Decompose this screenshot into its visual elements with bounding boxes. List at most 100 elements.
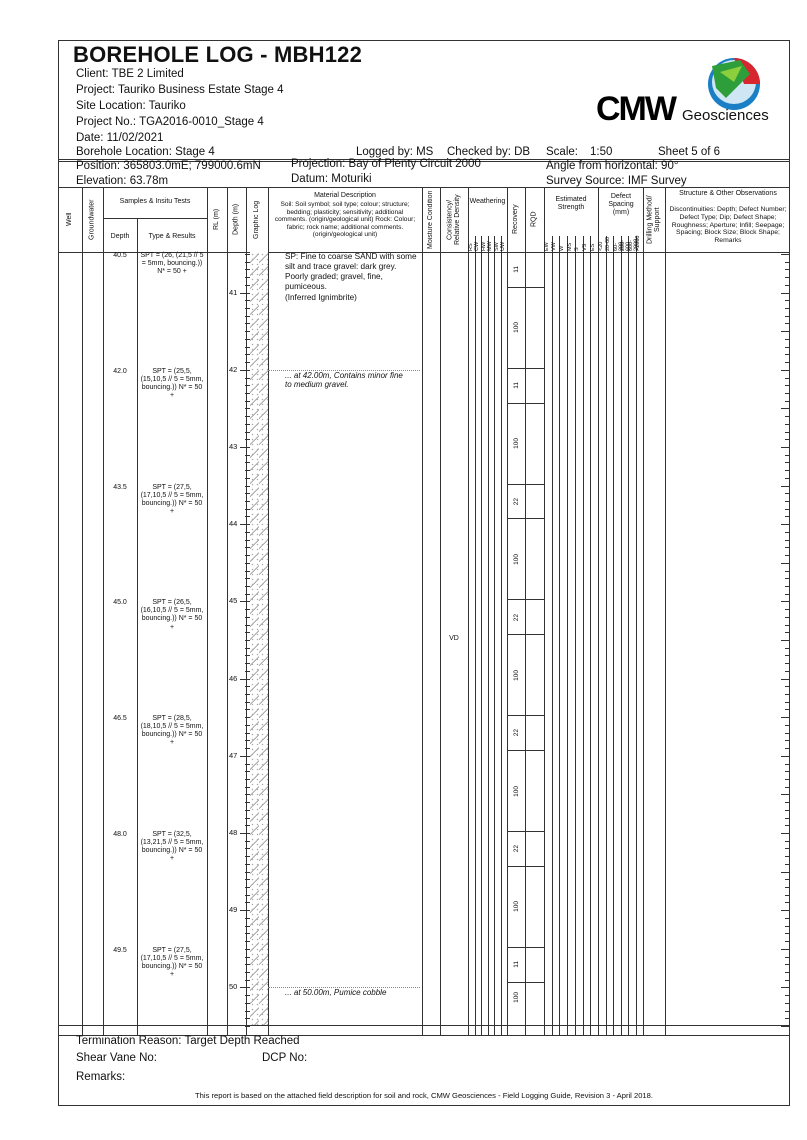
structure-tick <box>785 400 790 402</box>
column-divider <box>246 187 247 1035</box>
column-divider <box>507 187 508 1035</box>
depth-tick <box>245 385 250 387</box>
sample-depth: 42.0 <box>113 367 127 375</box>
structure-tick <box>785 385 790 387</box>
structure-tick <box>781 871 790 873</box>
consistency-value: VD <box>449 635 459 642</box>
depth-tick <box>245 555 250 557</box>
col-consistency: Consistency/ Relative Density <box>446 194 461 245</box>
scale-label: Scale: <box>546 146 578 158</box>
logo-mark-icon: CMW <box>596 58 760 128</box>
structure-tick <box>785 616 790 618</box>
structure-tick <box>785 593 790 595</box>
col-drilling: Drilling Method/ Support <box>646 195 661 244</box>
depth-tick <box>245 856 250 858</box>
col-graphic-log: Graphic Log <box>253 200 261 239</box>
structure-tick <box>785 964 790 966</box>
depth-label: 42 <box>229 364 238 374</box>
recovery-block: 100 <box>507 749 525 831</box>
structure-tick <box>785 578 790 580</box>
rqd-divider <box>525 286 544 288</box>
structure-tick <box>785 848 790 850</box>
recovery-block: 100 <box>507 286 525 368</box>
client: Client: TBE 2 Limited <box>76 68 184 80</box>
depth-tick <box>240 987 250 989</box>
structure-tick <box>781 794 790 796</box>
structure-tick <box>785 1002 790 1004</box>
depth-tick <box>245 964 250 966</box>
depth-tick <box>245 331 250 333</box>
shear-vane: Shear Vane No: <box>76 1052 157 1064</box>
sub-column-divider <box>590 236 592 1035</box>
logged-by: Logged by: MS <box>356 146 434 158</box>
depth-tick <box>240 447 250 448</box>
rqd-divider <box>525 715 544 717</box>
rqd-divider <box>525 402 544 404</box>
recovery-block: 100 <box>507 634 525 715</box>
depth-tick <box>240 524 250 526</box>
structure-tick <box>785 971 790 973</box>
projection: Projection: Bay of Plenty Circuit 2000 <box>291 158 481 170</box>
structure-tick <box>785 748 790 750</box>
depth-tick <box>245 933 250 935</box>
date: Date: 11/02/2021 <box>76 132 164 144</box>
borehole-location: Borehole Location: Stage 4 <box>76 146 215 158</box>
col-weathering: Weathering <box>469 198 506 205</box>
sample-depth: 40.5 <box>113 252 127 259</box>
column-divider <box>525 187 526 1035</box>
depth-tick <box>245 709 250 711</box>
structure-tick <box>785 338 790 340</box>
recovery-value: 11 <box>512 266 520 274</box>
structure-tick <box>785 740 790 742</box>
recovery-value: 100 <box>512 322 520 334</box>
rqd-divider <box>525 599 544 601</box>
sample-depth: 46.5 <box>113 715 127 723</box>
structure-tick <box>785 917 790 919</box>
recovery-block: 11 <box>507 252 525 287</box>
depth-tick <box>245 562 250 564</box>
column-divider <box>268 187 269 1035</box>
depth-tick <box>245 1002 250 1004</box>
depth-tick <box>245 362 250 364</box>
recovery-block: 22 <box>507 715 525 750</box>
rqd-divider <box>525 946 544 948</box>
depth-tick <box>240 678 250 680</box>
recovery-value: 100 <box>512 785 520 797</box>
depth-label: 43 <box>229 442 238 451</box>
structure-tick <box>781 755 790 757</box>
structure-tick <box>785 392 790 394</box>
sample-result: SPT = (27,5, (17,10,5 // 5 = 5mm, bounci… <box>140 483 204 515</box>
divider <box>58 161 790 162</box>
depth-tick <box>245 694 250 696</box>
depth-tick <box>245 879 250 881</box>
structure-tick <box>785 686 790 688</box>
sample-result: SPT = (28,5, (18,10,5 // 5 = 5mm, bounci… <box>140 715 204 747</box>
structure-tick <box>785 879 790 881</box>
structure-tick <box>785 508 790 510</box>
depth-tick <box>240 833 250 834</box>
structure-tick <box>785 995 790 997</box>
depth-tick <box>245 887 250 889</box>
depth-tick <box>245 416 250 418</box>
structure-tick <box>781 524 790 526</box>
site-location: Site Location: Tauriko <box>76 100 186 112</box>
depth-tick <box>240 910 250 912</box>
structure-tick <box>785 470 790 472</box>
depth-tick <box>245 848 250 850</box>
rqd-divider <box>525 865 544 867</box>
recovery-block: 11 <box>507 946 525 982</box>
sample-depth: 45.0 <box>113 599 127 607</box>
structure-tick <box>785 732 790 734</box>
sub-column-divider <box>582 236 584 1035</box>
rqd-divider <box>525 831 544 832</box>
col-structure-body: Discontinuities: Depth; Defect Number; D… <box>669 206 787 245</box>
depth-tick <box>245 338 250 340</box>
depth-tick <box>245 902 250 904</box>
column-divider <box>643 187 644 1035</box>
column-divider <box>440 187 441 1035</box>
sub-column-divider <box>620 236 622 1035</box>
depth-tick <box>245 1010 250 1012</box>
column-divider <box>207 187 208 1035</box>
structure-tick <box>785 531 790 533</box>
recovery-value: 22 <box>512 729 520 737</box>
